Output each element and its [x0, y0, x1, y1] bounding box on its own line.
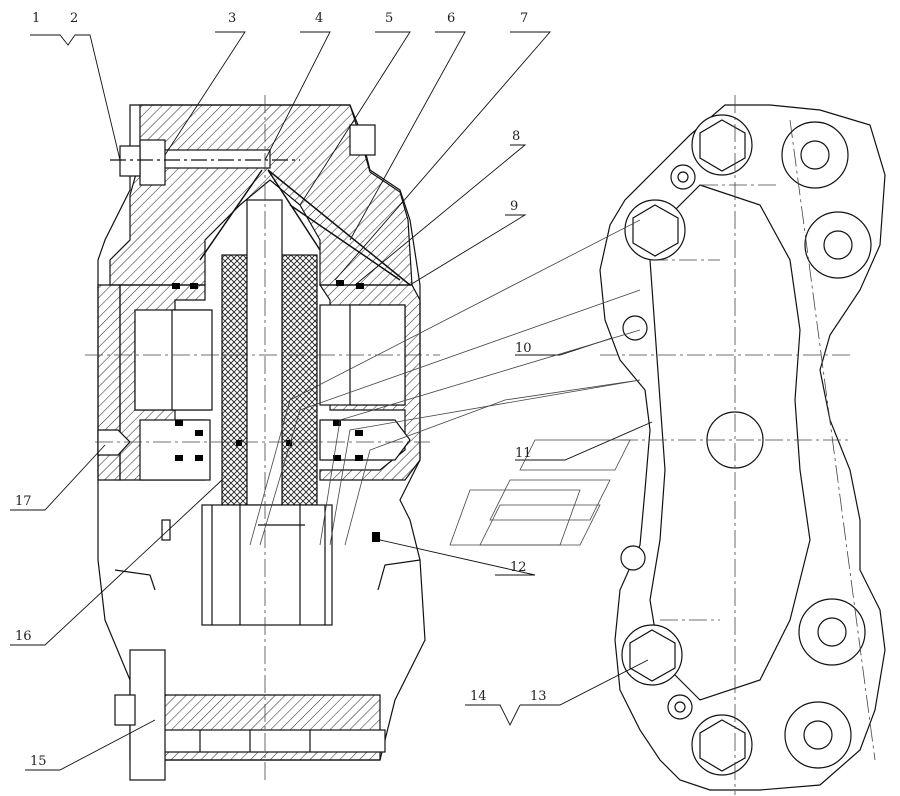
- top-bolt: [149, 149, 271, 169]
- callout-1: 1: [32, 11, 40, 26]
- callout-13: 13: [530, 689, 547, 704]
- callout-14: 14: [470, 689, 487, 704]
- callout-17: 17: [15, 494, 32, 509]
- pad-retainer: [201, 504, 333, 626]
- section-centerlines: [85, 95, 440, 780]
- plan-bolts: [621, 114, 753, 776]
- callout-2: 2: [70, 11, 78, 26]
- seals: [172, 280, 380, 542]
- plan-pins: [620, 164, 696, 720]
- callout-12: 12: [510, 560, 527, 575]
- fluid-passage: [199, 169, 411, 286]
- callout-8: 8: [512, 129, 520, 144]
- disc-gap: [246, 199, 283, 506]
- bleeder-screw: [97, 429, 131, 456]
- leader-lines: [10, 31, 653, 771]
- callout-16: 16: [15, 629, 32, 644]
- callout-15: 15: [30, 754, 47, 769]
- bottom-bolt: [159, 729, 386, 753]
- callout-5: 5: [385, 11, 393, 26]
- callout-10: 10: [515, 341, 532, 356]
- callout-labels: 1 2 3 4 5 6 7 8 9 10 11 12 13 14 15 16 1…: [15, 11, 547, 769]
- callout-6: 6: [447, 11, 455, 26]
- section-view: [97, 104, 426, 781]
- brake-pad-left: [221, 254, 248, 506]
- callout-3: 3: [228, 11, 236, 26]
- plan-ports: [706, 121, 872, 769]
- callout-11: 11: [515, 446, 532, 461]
- lower-piston-right: [319, 419, 411, 461]
- flow-indicator-lines: [249, 219, 641, 546]
- callout-9: 9: [510, 199, 518, 214]
- caliper-inner-contour: [649, 184, 811, 701]
- caliper-plan-outline: [599, 104, 886, 791]
- brake-pad-right: [281, 254, 318, 506]
- plan-view: [599, 104, 886, 791]
- callout-4: 4: [315, 11, 323, 26]
- lower-piston-left: [139, 419, 211, 481]
- plan-centerlines: [600, 95, 876, 795]
- callout-7: 7: [520, 11, 528, 26]
